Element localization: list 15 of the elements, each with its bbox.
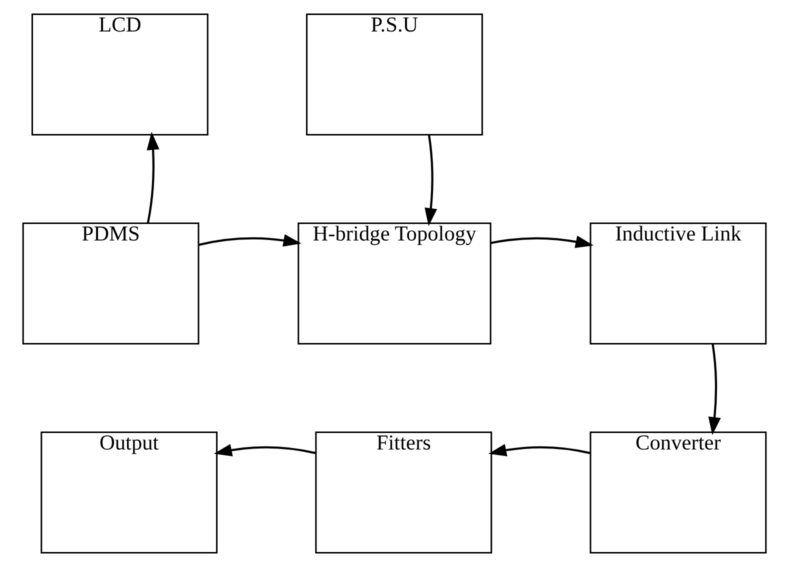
arrow: [146, 132, 160, 224]
arrow: [490, 236, 594, 248]
node-box: LCD: [32, 14, 208, 136]
node-box: Converter: [590, 431, 767, 554]
node-box: Inductive Link: [590, 222, 767, 344]
arrow: [708, 344, 721, 436]
arrow: [198, 234, 302, 247]
node-box: P.S.U: [306, 14, 483, 136]
arrow: [488, 444, 590, 456]
arrow: [214, 444, 316, 456]
node-box: Fitters: [315, 431, 492, 554]
node-box: H-bridge Topology: [298, 222, 492, 344]
node-box: Output: [40, 431, 218, 554]
arrow: [424, 134, 438, 226]
node-box: PDMS: [22, 222, 200, 344]
